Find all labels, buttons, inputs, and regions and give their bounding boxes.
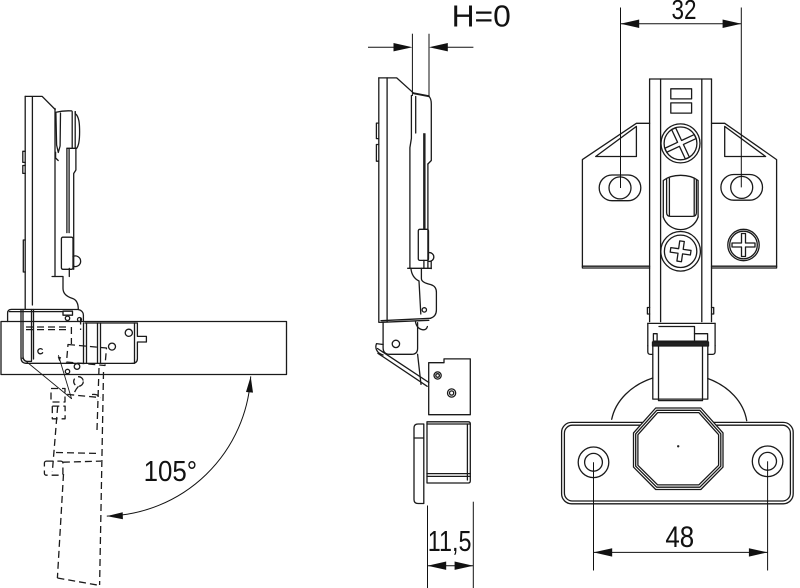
svg-text:48: 48 [665, 521, 694, 554]
svg-text:H=0: H=0 [452, 0, 511, 34]
svg-text:105°: 105° [144, 456, 198, 488]
svg-text:32: 32 [672, 0, 697, 25]
svg-text:11,5: 11,5 [428, 526, 472, 558]
